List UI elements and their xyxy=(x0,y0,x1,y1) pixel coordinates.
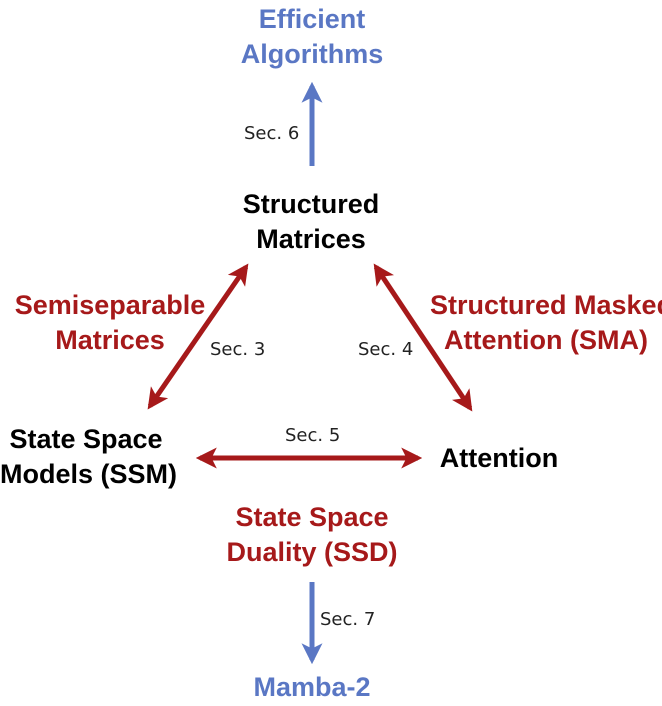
sec5-label: Sec. 5 xyxy=(285,425,341,446)
mamba2-label: Mamba-2 xyxy=(232,670,392,705)
sma-line1: Structured Masked xyxy=(430,290,662,320)
sma-label: Structured Masked Attention (SMA) xyxy=(430,288,662,358)
ssd-line1: State Space xyxy=(235,502,389,532)
ssd-label: State Space Duality (SSD) xyxy=(222,500,402,570)
ssm-line2: Models (SSM) xyxy=(0,459,178,489)
sec4-label: Sec. 4 xyxy=(358,339,414,360)
ssm-line1: State Space xyxy=(9,424,163,454)
sec7-label: Sec. 7 xyxy=(320,609,376,630)
efficient-algorithms-line2: Algorithms xyxy=(240,39,384,69)
sec3-label: Sec. 3 xyxy=(210,339,266,360)
arrow-structured-ssm xyxy=(147,263,249,410)
semiseparable-line1: Semiseparable xyxy=(14,290,206,320)
attention-line1: Attention xyxy=(439,443,559,473)
attention-label: Attention xyxy=(432,441,566,476)
semiseparable-label: Semiseparable Matrices xyxy=(10,288,210,358)
mamba2-line1: Mamba-2 xyxy=(253,672,371,702)
ssm-label: State Space Models (SSM) xyxy=(0,422,178,492)
structured-matrices-line2: Matrices xyxy=(256,224,366,254)
structured-matrices-line1: Structured xyxy=(242,189,380,219)
structured-matrices-label: Structured Matrices xyxy=(226,187,396,257)
sec6-label: Sec. 6 xyxy=(244,123,300,144)
ssd-line2: Duality (SSD) xyxy=(226,537,398,567)
efficient-algorithms-label: Efficient Algorithms xyxy=(232,2,392,72)
sma-line2: Attention (SMA) xyxy=(444,325,648,355)
semiseparable-line2: Matrices xyxy=(55,325,165,355)
efficient-algorithms-line1: Efficient xyxy=(258,4,366,34)
arrow-structured-attention xyxy=(373,263,473,412)
